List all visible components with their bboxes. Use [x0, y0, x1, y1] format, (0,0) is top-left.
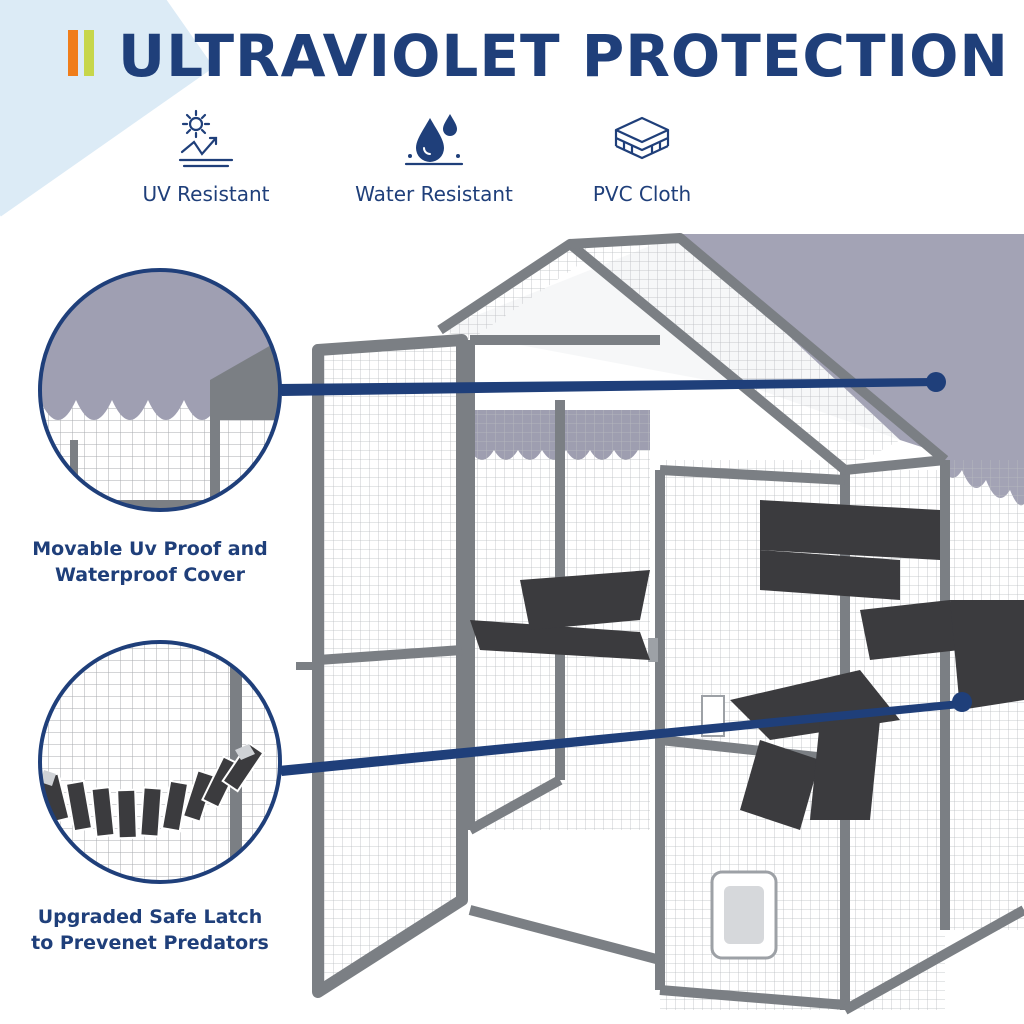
callout-label-latch: Upgraded Safe Latch to Prevenet Predator… [10, 904, 290, 956]
feature-pvc-cloth: PVC Cloth [586, 108, 698, 206]
zoom-circle-cover [38, 268, 282, 512]
platforms [470, 500, 1024, 830]
feature-label: PVC Cloth [592, 182, 692, 206]
feature-water-resistant: Water Resistant [348, 108, 520, 206]
accent-bar-green [84, 30, 94, 76]
accent-bar-orange [68, 30, 78, 76]
door-latch [296, 662, 318, 670]
zoom-circle-latch [38, 640, 282, 884]
callout-pointer-cover [278, 372, 946, 396]
feature-label: Water Resistant [355, 182, 513, 206]
callout-label-cover: Movable Uv Proof and Waterproof Cover [10, 536, 290, 588]
uv-sun-icon [178, 109, 234, 168]
headline: ULTRAVIOLET PROTECTION [118, 22, 1009, 90]
callout-line: to Prevenet Predators [31, 932, 269, 954]
feature-label: UV Resistant [142, 182, 270, 206]
callout-pointer-latch [278, 692, 972, 776]
layered-cloth-icon [614, 116, 670, 160]
water-drops-icon [404, 114, 464, 166]
callout-line: Movable Uv Proof and [32, 538, 268, 560]
feature-uv-resistant: UV Resistant [138, 108, 274, 206]
callout-line: Waterproof Cover [54, 564, 246, 586]
callout-line: Upgraded Safe Latch [37, 906, 263, 928]
open-door [296, 334, 658, 998]
